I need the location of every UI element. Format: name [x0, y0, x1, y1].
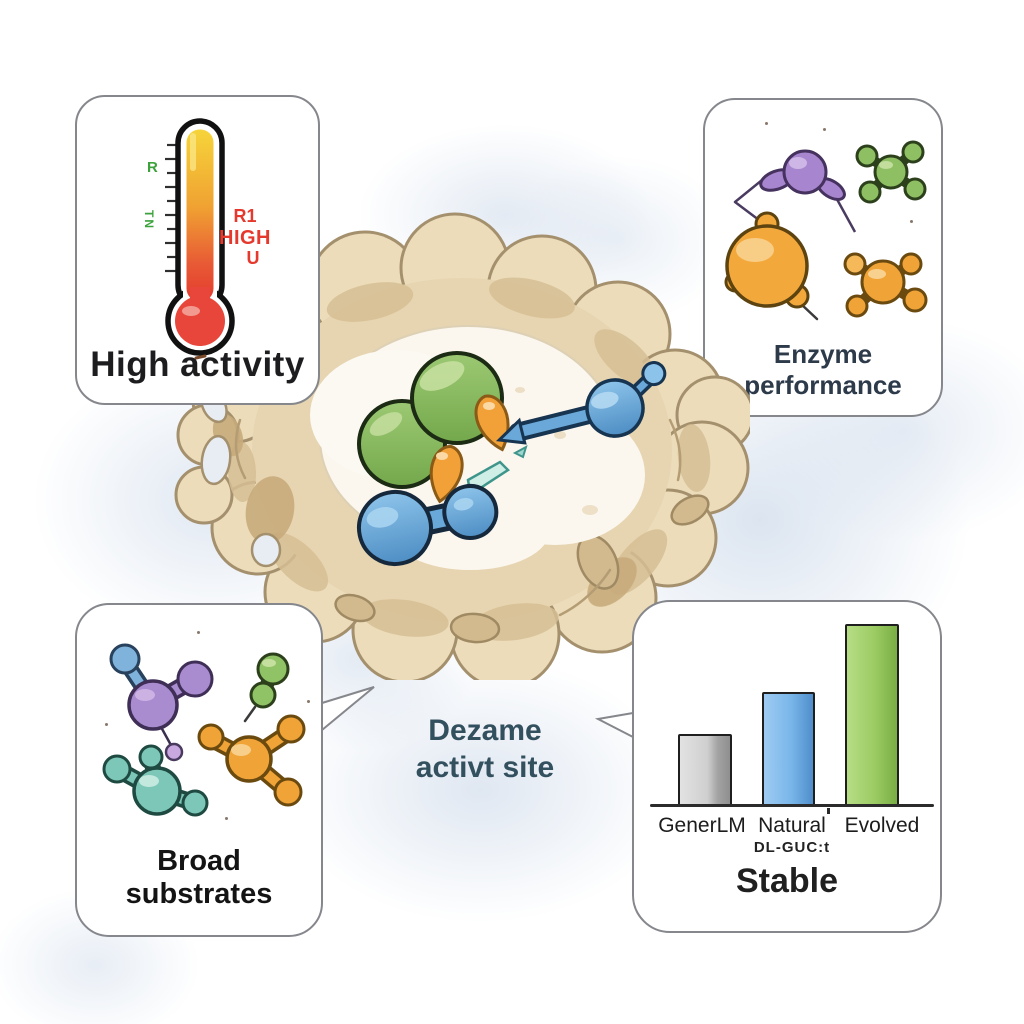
- speckle-dot: [225, 817, 228, 820]
- stable-label: Stable: [735, 862, 839, 900]
- bar-sublabel-natural: DL-GUC:t: [753, 839, 831, 856]
- small-purple-ball-icon: [164, 742, 184, 762]
- teal-cluster-icon: [102, 744, 209, 817]
- label-line: Broad: [157, 845, 241, 877]
- bar-chart: [634, 602, 940, 806]
- molecules-icon: [724, 140, 928, 321]
- enzyme-performance-label: Enzyme performance: [705, 339, 941, 401]
- chart-axis: [650, 804, 934, 807]
- bar-generlm: [678, 734, 732, 806]
- speckle-dot: [307, 700, 310, 703]
- orange-ball-icon: [724, 211, 810, 309]
- orange-cluster-icon: [843, 252, 928, 318]
- thermometer-green-mark: TN: [142, 210, 156, 230]
- thermometer-red-marks: R1 HIGH U: [215, 206, 275, 269]
- bar-natural: [762, 692, 815, 806]
- thermo-red-line: HIGH: [219, 226, 271, 249]
- orange-droplet-icons: [423, 390, 519, 506]
- bar-label-generlm: GenerLM: [658, 814, 746, 837]
- card-enzyme-performance: Enzyme performance: [703, 98, 943, 417]
- substrates-icon: [102, 643, 306, 817]
- thermometer-green-mark: R: [147, 159, 158, 176]
- card-high-activity: R TN R1 HIGH U High activity: [75, 95, 320, 405]
- bar-label-natural: Natural: [758, 814, 826, 837]
- speckle-dot: [105, 723, 108, 726]
- blue-dumbbell-molecule-icon: [357, 483, 499, 566]
- bar-label-evolved: Evolved: [844, 814, 920, 837]
- orange-cluster-icon: [197, 714, 306, 807]
- speckle-dot: [765, 122, 768, 125]
- thermometer-icon: [165, 118, 235, 360]
- caption-line: activt site: [415, 751, 555, 784]
- bar-evolved: [845, 624, 899, 806]
- label-line: Enzyme: [773, 339, 873, 369]
- green-pair-icon: [249, 652, 290, 709]
- active-site-caption: Dezame activt site: [365, 712, 605, 786]
- card-broad-substrates: Broad substrates: [75, 603, 323, 937]
- blue-arrow-molecule-icon: [495, 361, 667, 445]
- speckle-dot: [910, 220, 913, 223]
- purple-blue-molecule-icon: [109, 643, 214, 731]
- thermo-red-line: R1: [233, 206, 257, 226]
- teal-arrow-icon: [466, 444, 528, 494]
- green-substrate-icon: [357, 351, 504, 489]
- thermo-red-line: U: [246, 247, 260, 268]
- card-stability-chart: GenerLM Natural Evolved DL-GUC:t Stable: [632, 600, 942, 933]
- caption-line: Dezame: [428, 714, 542, 747]
- speckle-dot: [197, 631, 200, 634]
- label-line: performance: [744, 370, 902, 400]
- green-molecule-icon: [855, 140, 927, 204]
- purple-molecule-icon: [759, 149, 846, 201]
- high-activity-label: High activity: [90, 345, 305, 384]
- speckle-dot: [823, 128, 826, 131]
- label-line: substrates: [125, 878, 273, 910]
- broad-substrates-label: Broad substrates: [77, 845, 321, 911]
